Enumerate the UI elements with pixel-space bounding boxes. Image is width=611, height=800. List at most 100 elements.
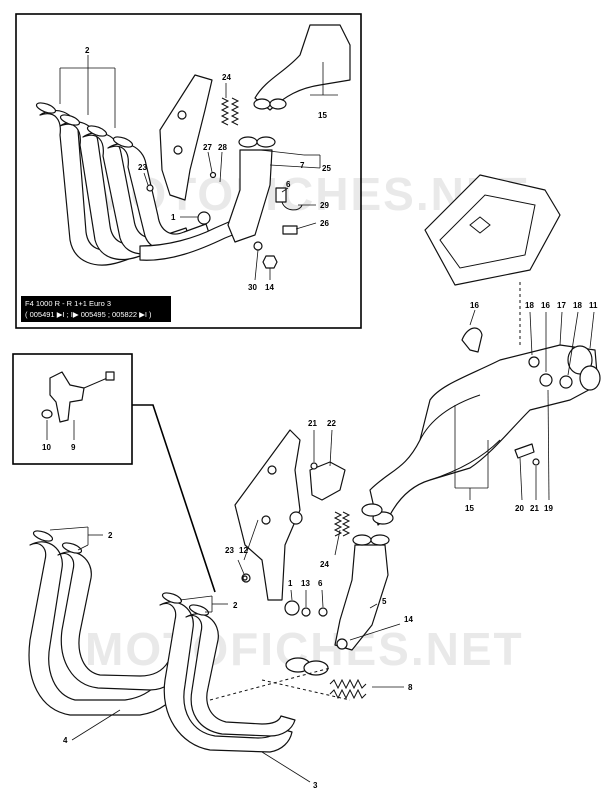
callout-25: 25: [322, 164, 331, 173]
callout-16: 16: [541, 301, 550, 310]
inset-model-serials: ( 005491 ▶I ; I▶ 005495 ; 005822 ▶I ): [25, 310, 152, 319]
callout-2: 2: [233, 601, 238, 610]
inset-silencer-inlet: [253, 98, 271, 110]
inset-sensor-26: [282, 225, 298, 235]
callout-11: 11: [589, 301, 598, 310]
spring-8: [329, 678, 367, 700]
callout-14: 14: [404, 615, 413, 624]
callout-27: 27: [203, 143, 212, 152]
callout-30: 30: [248, 283, 257, 292]
callout-18: 18: [525, 301, 534, 310]
callout-12: 12: [239, 546, 248, 555]
callout-1: 1: [171, 213, 176, 222]
inset-frame: [15, 13, 362, 329]
callout-2: 2: [108, 531, 113, 540]
assembly-axis: [261, 679, 351, 701]
silencer-15: [369, 344, 599, 526]
inset-silencer-inlet: [269, 98, 287, 110]
inset-bracket: [159, 74, 213, 201]
callout-17: 17: [557, 301, 566, 310]
inset-pipe-outlet: [256, 136, 276, 148]
collector-pipe-5: [334, 544, 389, 651]
inset-silencer: [254, 24, 351, 111]
pipe-5-outlet: [370, 534, 390, 546]
grommet-1b: [284, 600, 300, 616]
callout-13: 13: [301, 579, 310, 588]
detail-bracket-9: [49, 371, 85, 423]
bracket-boss: [289, 511, 303, 525]
callout-15: 15: [465, 504, 474, 513]
callout-7: 7: [300, 161, 305, 170]
rear-subframe: [424, 174, 561, 286]
callout-1: 1: [288, 579, 293, 588]
inset-sensor-wire: [281, 201, 303, 211]
silencer-15-contour: [419, 394, 501, 481]
callout-24: 24: [222, 73, 231, 82]
callout-29: 29: [320, 201, 329, 210]
inset-sensor-29: [275, 187, 287, 203]
washer-18b: [559, 375, 573, 389]
callout-18: 18: [573, 301, 582, 310]
inset-grommet-1: [197, 211, 211, 225]
callout-20: 20: [515, 504, 524, 513]
rear-subframe-inner: [439, 194, 536, 269]
callout-6: 6: [318, 579, 323, 588]
inset-model-title: F4 1000 R - R 1+1 Euro 3: [25, 299, 112, 308]
bracket-hole: [267, 465, 277, 475]
header-pipes-3: [159, 592, 296, 753]
callout-21: 21: [530, 504, 539, 513]
inset-nut-14: [262, 255, 278, 269]
strap-16: [461, 327, 483, 353]
screw-23b-head: [242, 575, 248, 581]
inset-header-pipes: [35, 102, 241, 266]
inset-washer-30: [253, 241, 263, 251]
silencer-outlet: [579, 365, 601, 391]
nut-14b: [336, 638, 348, 650]
spring-24: [333, 511, 351, 537]
main-leaders: [49, 309, 595, 783]
callout-28: 28: [218, 143, 227, 152]
detail-leaders: [46, 420, 75, 440]
inset-screw-23: [146, 184, 154, 192]
inset-bracket-hole: [177, 110, 187, 120]
inset-spring-24: [220, 97, 240, 126]
callout-10: 10: [42, 443, 51, 452]
washer-13: [301, 607, 311, 617]
callout-21: 21: [308, 419, 317, 428]
inset-collector-pipe: [227, 149, 273, 243]
callout-16: 16: [470, 301, 479, 310]
callout-3: 3: [313, 781, 318, 790]
pipe-5-outlet: [352, 534, 372, 546]
pipe-inlet-ring: [303, 660, 329, 676]
inset-bracket-hole: [173, 145, 183, 155]
assembly-axis: [209, 667, 331, 701]
bolt-6b: [318, 607, 328, 617]
bolt-21a: [310, 462, 318, 470]
callout-8: 8: [408, 683, 413, 692]
callout-6: 6: [286, 180, 291, 189]
callout-5: 5: [382, 597, 387, 606]
detail-bolt-head: [105, 371, 115, 381]
bolt-21b: [532, 458, 540, 466]
callout-23: 23: [225, 546, 234, 555]
bracket-hole: [261, 515, 271, 525]
callout-labels: 2 24 23 27 28 7 25 6 1 29 26 30 14 15 10…: [42, 46, 598, 790]
inset-screw-27: [209, 171, 217, 179]
callout-14: 14: [265, 283, 274, 292]
detail-frame: [12, 353, 133, 465]
footpeg-bracket: [234, 429, 301, 601]
inset-model-label: F4 1000 R - R 1+1 Euro 3 ( 005491 ▶I ; I…: [21, 296, 171, 322]
callout-9: 9: [71, 443, 76, 452]
callout-19: 19: [544, 504, 553, 513]
detail-connector: [132, 404, 216, 593]
inset-leaders: [59, 55, 338, 281]
callout-2: 2: [85, 46, 90, 55]
detail-washer-10: [41, 409, 53, 419]
bracket-20: [514, 443, 535, 459]
callout-22: 22: [327, 419, 336, 428]
washer-18a: [528, 356, 540, 368]
grommet-16: [539, 373, 553, 387]
silencer-inlet: [361, 503, 383, 517]
